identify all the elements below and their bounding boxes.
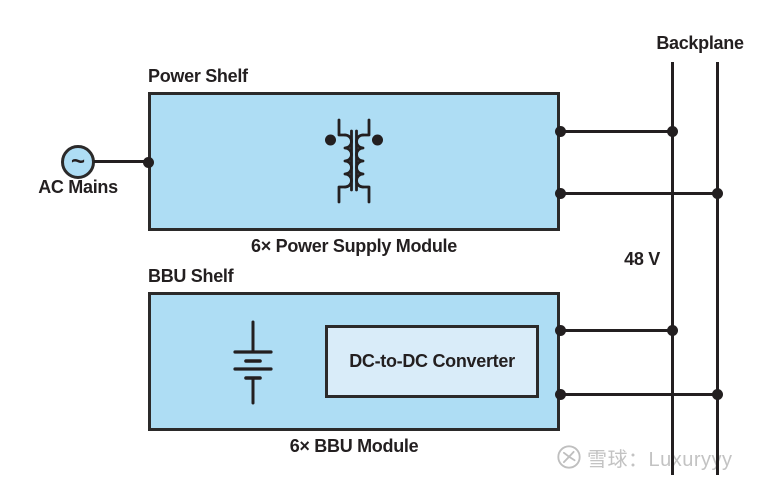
junction-dot [142,156,154,168]
junction-dot [711,187,723,199]
junction-dot [554,324,566,336]
wire-ps-top [560,129,674,133]
backplane-label: Backplane [656,33,744,53]
power-shelf-caption: 6× Power Supply Module [251,236,457,256]
backplane-line-right [715,62,719,475]
junction-dot [554,125,566,137]
wire-bbu-top [560,328,674,332]
ac-source-icon: ~ [61,145,95,179]
transformer-icon [325,118,383,204]
watermark: 雪球：Luxuryyy [556,442,733,472]
dc-dc-converter-label: DC-to-DC Converter [349,351,515,371]
power-shelf-title: Power Shelf [148,66,248,86]
xueqiu-logo-icon [557,445,581,469]
bbu-shelf-box: DC-to-DC Converter [148,292,560,431]
wire-bbu-bottom [560,392,719,396]
voltage-label: 48 V [624,249,660,269]
ac-wire [94,160,148,163]
junction-dot [554,187,566,199]
junction-dot [666,324,678,336]
bbu-shelf-caption: 6× BBU Module [289,436,419,456]
bbu-shelf-title: BBU Shelf [148,266,234,286]
battery-icon [233,320,273,405]
junction-dot [711,388,723,400]
dc-dc-converter-box: DC-to-DC Converter [325,325,539,398]
ac-mains-label: AC Mains [38,177,118,197]
backplane-line-left [670,62,674,475]
wire-ps-bottom [560,191,719,195]
junction-dot [554,388,566,400]
ac-sine-symbol: ~ [70,148,85,175]
watermark-text: 雪球：Luxuryyy [587,448,733,471]
power-shelf-box [148,92,560,231]
junction-dot [666,125,678,137]
